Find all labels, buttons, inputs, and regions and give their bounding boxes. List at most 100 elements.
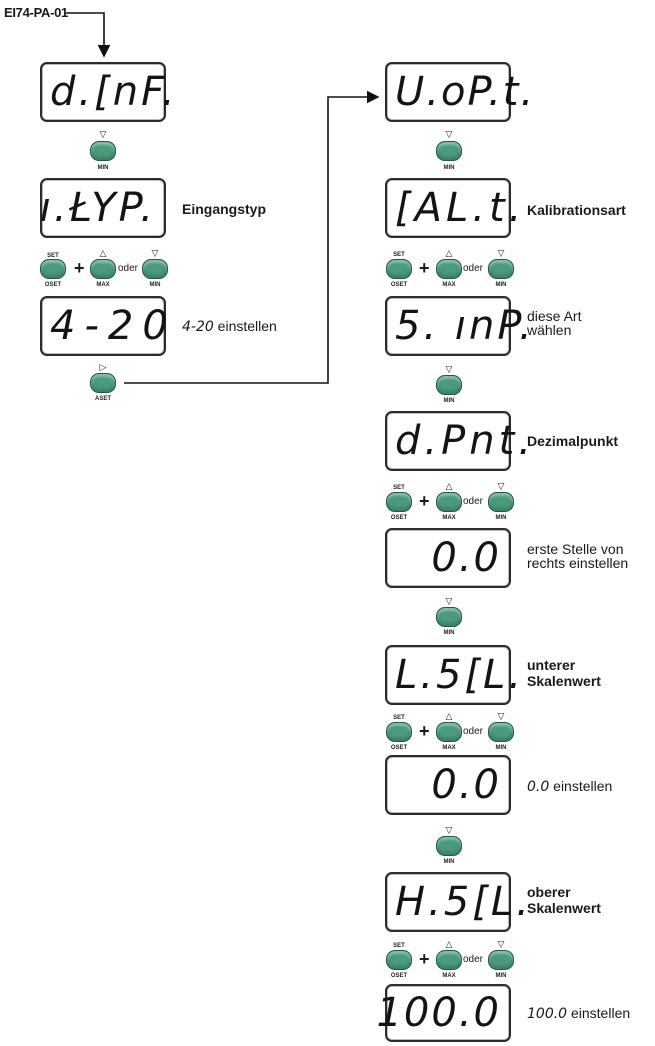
label-diese-art: diese Art wählen [527, 309, 581, 337]
display-uopt-value: U.oP.t. [395, 69, 536, 115]
min-button[interactable] [488, 492, 514, 512]
label-low-einstellen: 0.0 einstellen [527, 778, 612, 795]
min-label: MIN [495, 515, 507, 521]
label-diese-art-line2: wählen [527, 322, 572, 338]
set-button[interactable] [386, 259, 412, 279]
aset-to-uopt-arrow [124, 90, 380, 384]
set-button[interactable] [386, 492, 412, 512]
label-oberer-line1: oberer [527, 884, 571, 900]
set-label-top: SET [40, 250, 66, 259]
label-erste-stelle-line1: erste Stelle von [527, 541, 624, 557]
min-button[interactable] [488, 950, 514, 970]
plus-sign: + [419, 258, 430, 278]
up-icon: △ [445, 481, 453, 491]
display-high-value: 100.0 [376, 984, 511, 1042]
display-lscl-value: L.5[L. [395, 652, 525, 698]
max-button[interactable] [90, 259, 116, 279]
set-label: SET [393, 252, 405, 258]
min-button[interactable] [436, 836, 462, 856]
min-label: MIN [97, 165, 109, 171]
oder-text: oder [118, 263, 139, 274]
max-button[interactable] [436, 259, 462, 279]
down-icon: ▽ [445, 364, 453, 374]
up-icon: △ [445, 711, 453, 721]
up-icon: △ [445, 939, 453, 949]
min-label: MIN [495, 282, 507, 288]
min-button[interactable] [436, 141, 462, 161]
down-icon: ▽ [445, 596, 453, 606]
plus-sign: + [419, 949, 430, 969]
set-button[interactable] [40, 259, 66, 279]
display-hscl-value: H.5[L. [395, 879, 532, 925]
label-erste-stelle-line2: rechts einstellen [527, 555, 629, 571]
min-button[interactable] [488, 722, 514, 742]
label-high-einstellen: 100.0 einstellen [527, 1005, 630, 1022]
display-4-20-value: 4-20 [50, 303, 177, 349]
label-4-20-value: 4-20 [182, 319, 214, 335]
display-hscl: H.5[L. [385, 872, 529, 932]
max-label: MAX [442, 973, 456, 979]
label-oberer-line2: Skalenwert [527, 900, 601, 916]
display-4-20: 4-20 [40, 296, 168, 356]
set-label: SET [393, 715, 405, 721]
oder-text: oder [463, 263, 484, 274]
oset-label: OSET [390, 515, 408, 521]
display-low-value-text: 0.0 [431, 762, 501, 808]
min-label: MIN [443, 165, 455, 171]
display-dpnt-value: d.Pnt. [395, 418, 535, 464]
min-button[interactable] [90, 141, 116, 161]
oder-text: oder [463, 954, 484, 965]
aset-label: ASET [94, 396, 111, 402]
max-label: MAX [442, 745, 456, 751]
set-button[interactable] [386, 950, 412, 970]
max-label: MAX [442, 515, 456, 521]
aset-button[interactable] [90, 373, 116, 393]
display-sinp-value: 5. ınP. [395, 303, 535, 349]
min-label: MIN [443, 630, 455, 636]
max-button[interactable] [436, 950, 462, 970]
label-unterer: unterer Skalenwert [527, 657, 601, 689]
down-icon: ▽ [497, 481, 505, 491]
oset-label: OSET [390, 282, 408, 288]
up-icon: △ [445, 248, 453, 258]
min-label: MIN [443, 859, 455, 865]
label-low-text: einstellen [553, 778, 613, 794]
down-icon: ▽ [445, 825, 453, 835]
max-button[interactable] [436, 722, 462, 742]
label-4-20-einstellen: 4-20 einstellen [182, 318, 277, 335]
label-diese-art-line1: diese Art [527, 308, 582, 324]
down-icon: ▽ [497, 711, 505, 721]
max-button[interactable] [436, 492, 462, 512]
down-icon: ▽ [497, 939, 505, 949]
top-entry-arrow [66, 12, 111, 58]
label-unterer-line2: Skalenwert [527, 673, 601, 689]
min-button[interactable] [436, 607, 462, 627]
set-button[interactable] [386, 722, 412, 742]
display-calt-value: [AL.t. [395, 185, 526, 231]
label-kalibrationsart: Kalibrationsart [527, 202, 626, 218]
min-button[interactable] [142, 259, 168, 279]
display-dcnf-value: d.[nF. [50, 69, 178, 115]
oset-label: OSET [390, 745, 408, 751]
min-label: MIN [495, 745, 507, 751]
display-uopt: U.oP.t. [385, 62, 533, 122]
max-label: MAX [442, 282, 456, 288]
min-label: MIN [149, 282, 161, 288]
oset-label: OSET [390, 973, 408, 979]
display-sinp: 5. ınP. [385, 296, 532, 356]
label-high-value: 100.0 [527, 1006, 568, 1022]
plus-sign: + [419, 491, 430, 511]
display-lscl: L.5[L. [385, 645, 521, 705]
display-calt: [AL.t. [385, 178, 521, 238]
oder-text: oder [463, 496, 484, 507]
label-unterer-line1: unterer [527, 657, 576, 673]
plus-sign: + [419, 721, 430, 741]
display-decimal-value: 0.0 [431, 535, 501, 581]
label-oberer: oberer Skalenwert [527, 884, 601, 916]
display-ityp-value: ı.ŁYP. [39, 185, 156, 231]
min-button[interactable] [488, 259, 514, 279]
down-icon: ▽ [151, 248, 159, 258]
display-high-value-text: 100.0 [376, 990, 501, 1036]
min-button[interactable] [436, 375, 462, 395]
